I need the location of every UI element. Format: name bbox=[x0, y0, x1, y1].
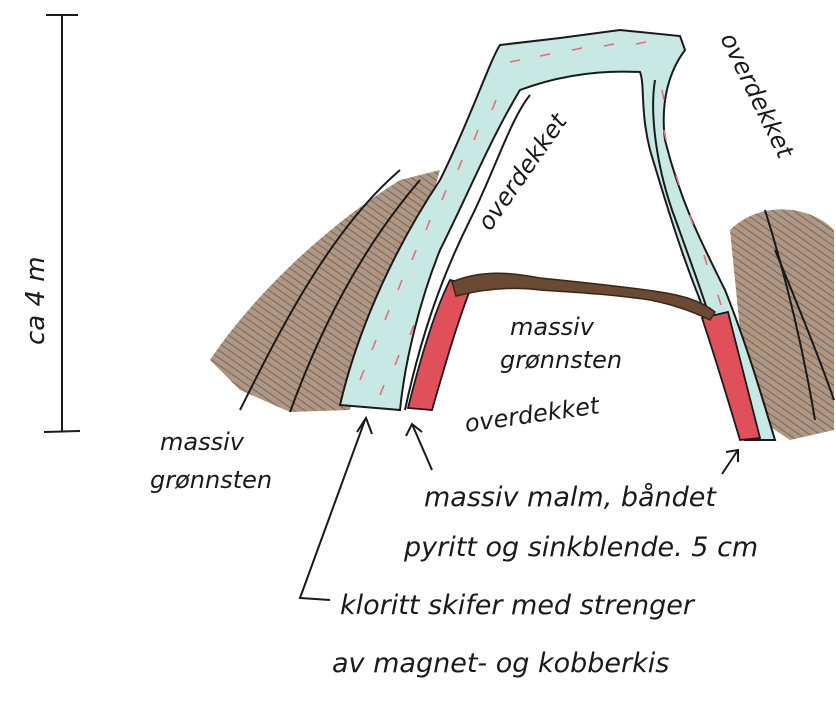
label-gronnsten-left: grønnsten bbox=[150, 466, 272, 494]
label-overdekket-right: overdekket bbox=[715, 28, 800, 163]
arrow-kloritt bbox=[300, 420, 365, 600]
scale-bar bbox=[44, 14, 80, 432]
label-kloritt-line2: av magnet- og kobberkis bbox=[332, 648, 669, 679]
label-gronnsten-center: grønnsten bbox=[500, 346, 622, 374]
label-kloritt-line1: kloritt skifer med strenger bbox=[340, 590, 696, 621]
label-malm-line1: massiv malm, båndet bbox=[424, 482, 717, 513]
label-massiv-left: massiv bbox=[160, 428, 245, 456]
scale-label: ca 4 m bbox=[21, 256, 51, 345]
arrow-ore-right bbox=[722, 450, 738, 474]
label-overdekket-center: overdekket bbox=[463, 391, 603, 438]
label-malm-line2: pyritt og sinkblende. 5 cm bbox=[403, 532, 758, 563]
label-massiv-center: massiv bbox=[510, 313, 595, 341]
